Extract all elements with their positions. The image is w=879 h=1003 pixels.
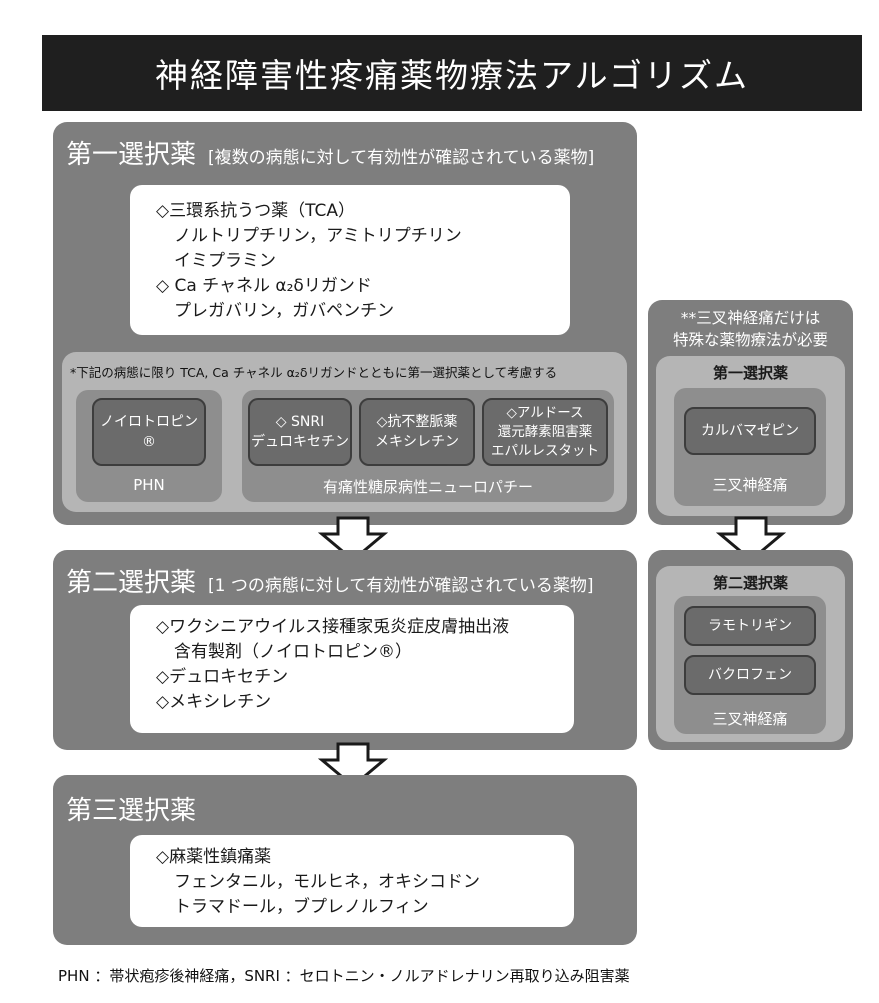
first-choice-drug-box: ◇三環系抗うつ薬（TCA） ノルトリプチリン，アミトリプチリン イミプラミン ◇… xyxy=(130,185,570,335)
aldose-label-1: ◇アルドース xyxy=(506,404,584,421)
drug-opioid-names-2: トラマドール，ブプレノルフィン xyxy=(174,897,429,917)
trigeminal-second-title: 第二選択薬 xyxy=(712,574,788,592)
second-choice-header: 第二選択薬 [1 つの病態に対して有効性が確認されている薬物] xyxy=(66,562,593,599)
snri-box: ◇ SNRI デュロキセチン xyxy=(248,398,352,466)
phn-drug-box: ノイロトロピン® xyxy=(92,398,206,466)
first-choice-header: 第一選択薬 [複数の病態に対して有効性が確認されている薬物] xyxy=(66,134,594,171)
phn-caption: PHN xyxy=(133,476,165,494)
second-choice-subtitle: [1 つの病態に対して有効性が確認されている薬物] xyxy=(208,576,594,596)
dpn-caption: 有痛性糖尿病性ニューロパチー xyxy=(322,478,533,496)
special-conditions-note: *下記の病態に限り TCA, Ca チャネル α₂δリガンドとともに第一選択薬と… xyxy=(70,365,558,380)
third-choice-title: 第三選択薬 xyxy=(66,796,197,826)
drug-class-ca-channel: ◇ Ca チャネル α₂δリガンド xyxy=(156,276,372,296)
down-arrow-icon xyxy=(318,742,388,788)
lamotrigine-box: ラモトリギン xyxy=(684,606,816,646)
drug-opioids: ◇麻薬性鎮痛薬 xyxy=(156,847,272,867)
drug-ca-channel-names: プレガバリン，ガバペンチン xyxy=(174,301,395,321)
aldose-reductase-box: ◇アルドース 還元酵素阻害薬 エパルレスタット xyxy=(482,398,608,466)
first-choice-subtitle: [複数の病態に対して有効性が確認されている薬物] xyxy=(208,148,595,168)
down-arrow-icon xyxy=(318,516,388,562)
drug-neurotropin: 含有製剤（ノイロトロピン®） xyxy=(174,642,412,662)
lamotrigine-label: ラモトリギン xyxy=(708,618,792,634)
drug-class-tca: ◇三環系抗うつ薬（TCA） xyxy=(156,201,355,221)
antiarrhythmic-box: ◇抗不整脈薬 メキシレチン xyxy=(359,398,475,466)
abbreviation-legend: PHN ：帯状疱疹後神経痛，SNRI ：セロトニン・ノルアドレナリン再取り込み阻… xyxy=(58,967,630,985)
snri-label: ◇ SNRI xyxy=(275,414,325,430)
trigeminal-note: **三叉神経痛だけは 特殊な薬物療法が必要 xyxy=(648,307,853,351)
trigeminal-first-caption: 三叉神経痛 xyxy=(712,476,788,494)
baclofen-label: バクロフェン xyxy=(708,667,792,683)
phn-drug-label: ノイロトロピン® xyxy=(100,414,198,450)
drug-duloxetine: ◇デュロキセチン xyxy=(156,667,289,687)
trigeminal-note-line2: 特殊な薬物療法が必要 xyxy=(672,331,828,349)
trigeminal-first-title: 第一選択薬 xyxy=(712,364,788,382)
drug-tca-names: ノルトリプチリン，アミトリプチリン xyxy=(174,226,462,246)
drug-tca-names-2: イミプラミン xyxy=(174,251,276,271)
drug-mexiletine: ◇メキシレチン xyxy=(156,692,272,712)
down-arrow-icon xyxy=(716,516,786,562)
aldose-label-2: 還元酵素阻害薬 xyxy=(497,423,593,440)
drug-opioid-names: フェンタニル，モルヒネ，オキシコドン xyxy=(174,872,480,892)
snri-drug: デュロキセチン xyxy=(251,434,349,450)
third-choice-drug-box: ◇麻薬性鎮痛薬 フェンタニル，モルヒネ，オキシコドン トラマドール，ブプレノルフ… xyxy=(130,835,574,927)
antiarrhythmic-drug: メキシレチン xyxy=(375,434,459,450)
trigeminal-second-caption: 三叉神経痛 xyxy=(712,710,788,728)
drug-vaccinia-extract: ◇ワクシニアウイルス接種家兎炎症皮膚抽出液 xyxy=(156,617,510,637)
first-choice-title: 第一選択薬 xyxy=(66,140,197,170)
page-title: 神経障害性疼痛薬物療法アルゴリズム xyxy=(42,35,862,111)
carbamazepine-label: カルバマゼピン xyxy=(701,423,799,439)
carbamazepine-box: カルバマゼピン xyxy=(684,407,816,455)
second-choice-title: 第二選択薬 xyxy=(66,568,197,598)
baclofen-box: バクロフェン xyxy=(684,655,816,695)
trigeminal-note-line1: **三叉神経痛だけは xyxy=(680,309,821,327)
second-choice-drug-box: ◇ワクシニアウイルス接種家兎炎症皮膚抽出液 含有製剤（ノイロトロピン®） ◇デュ… xyxy=(130,605,574,733)
aldose-drug: エパルレスタット xyxy=(491,442,599,459)
antiarrhythmic-label: ◇抗不整脈薬 xyxy=(376,414,458,430)
